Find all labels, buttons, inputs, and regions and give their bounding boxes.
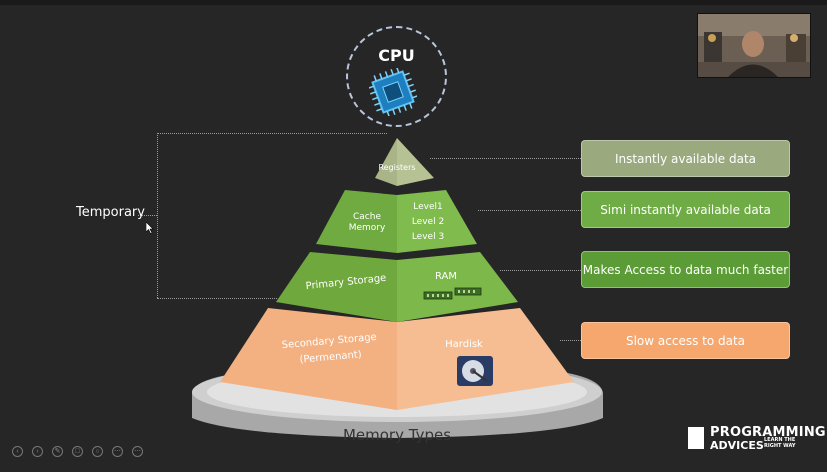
registers-label: Registers xyxy=(378,163,416,172)
level3-label: Level 3 xyxy=(411,232,445,242)
connector-cache xyxy=(478,210,581,211)
logo-bottom-text: ADVICES xyxy=(710,439,764,452)
desc-secondary: Slow access to data xyxy=(581,322,790,359)
zoom-icon[interactable]: ○ xyxy=(92,446,103,457)
cpu-circle xyxy=(346,26,447,127)
copy-icon[interactable]: □ xyxy=(72,446,83,457)
mouse-cursor-icon xyxy=(146,222,154,234)
menu-icon[interactable]: ⋯ xyxy=(132,446,143,457)
slideshow-controls: ‹ › ✎ □ ○ ⋯ ⋯ xyxy=(12,446,143,457)
desc-registers: Instantly available data xyxy=(581,140,790,177)
cpu-chip-icon xyxy=(369,68,417,116)
presenter-webcam xyxy=(697,13,811,78)
level1-label: Level1 xyxy=(413,202,443,212)
more-icon[interactable]: ⋯ xyxy=(112,446,123,457)
cache-memory-label: Cache Memory xyxy=(337,212,397,234)
logo-tagline: LEARN THE RIGHT WAY xyxy=(764,437,795,449)
cache-levels: Level1 Level 2 Level 3 xyxy=(405,200,451,245)
connector-secondary xyxy=(560,340,581,341)
temporary-label: Temporary xyxy=(76,205,145,220)
back-icon[interactable]: ‹ xyxy=(12,446,23,457)
bracket-temporary-link xyxy=(138,215,157,216)
slide-title: Memory Types xyxy=(342,426,452,444)
level2-label: Level 2 xyxy=(411,217,445,227)
logo-tagline-1: LEARN THE xyxy=(764,437,796,443)
cache-label-line2: Memory xyxy=(348,223,386,233)
connector-primary xyxy=(500,270,581,271)
pen-icon[interactable]: ✎ xyxy=(52,446,63,457)
forward-icon[interactable]: › xyxy=(32,446,43,457)
ram-label: RAM xyxy=(434,271,457,282)
logo-mark-icon xyxy=(688,427,704,449)
cache-label-line1: Cache xyxy=(353,212,381,222)
logo-tagline-2: RIGHT WAY xyxy=(764,443,796,449)
programming-advices-logo: PROGRAMMING ADVICES LEARN THE RIGHT WAY xyxy=(688,424,826,454)
hardisk-icon xyxy=(457,356,493,386)
logo-top-text: PROGRAMMING xyxy=(710,425,826,440)
bracket-bottom xyxy=(157,298,277,299)
desc-cache: Simi instantly available data xyxy=(581,191,790,228)
bracket-top xyxy=(157,133,387,134)
connector-registers xyxy=(430,158,581,159)
temporary-bracket xyxy=(157,133,158,298)
desc-primary: Makes Access to data much faster xyxy=(581,251,790,288)
hardisk-label: Hardisk xyxy=(445,339,483,350)
top-strip xyxy=(0,0,827,5)
cpu-label: CPU xyxy=(378,46,415,65)
